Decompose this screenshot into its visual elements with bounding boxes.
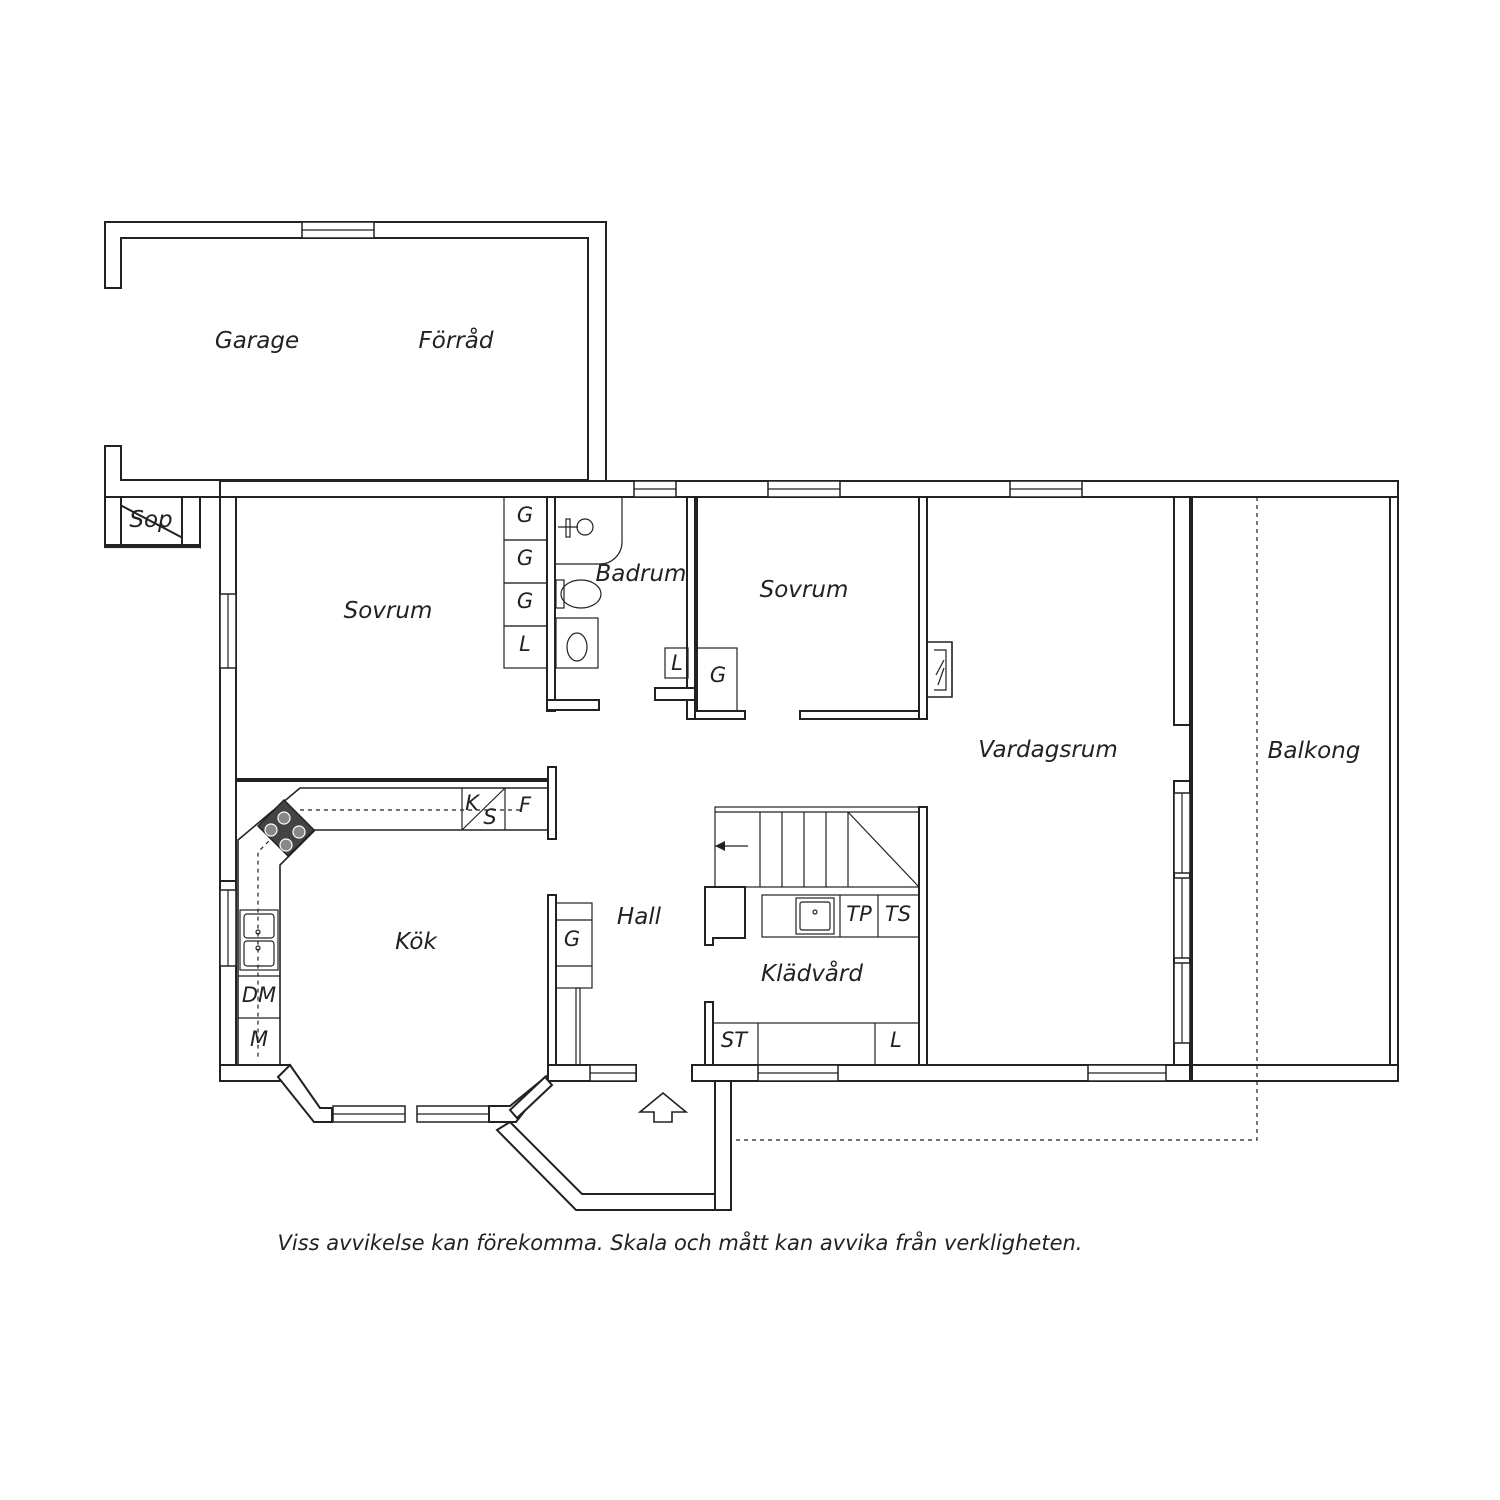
room-label-kok: Kök xyxy=(395,929,438,955)
room-label-garage: Garage xyxy=(215,328,299,354)
bottom-windows xyxy=(589,1064,1167,1082)
staircase xyxy=(714,806,920,888)
fixture-label-ts: TS xyxy=(885,902,911,926)
left-windows xyxy=(219,593,237,967)
room-label-forrad: Förråd xyxy=(419,326,494,354)
fixture-label-m: M xyxy=(250,1027,268,1051)
fixture-label-g1: G xyxy=(517,503,533,527)
interior-walls xyxy=(235,496,1193,1082)
hall-wardrobe xyxy=(555,902,593,1066)
room-label-hall: Hall xyxy=(617,904,662,930)
room-label-balkong: Balkong xyxy=(1268,738,1361,764)
top-windows xyxy=(633,480,1083,498)
fixture-label-g-hall: G xyxy=(564,927,580,951)
sop-walls xyxy=(104,496,201,549)
fixture-labels: G G G L L G K S F DM M G TP TS ST L xyxy=(242,503,911,1052)
fixture-label-g2: G xyxy=(517,546,533,570)
disclaimer-text: Viss avvikelse kan förekomma. Skala och … xyxy=(278,1230,1083,1255)
toilet-icon xyxy=(555,579,602,609)
right-windows xyxy=(1173,792,1191,1044)
kitchen-bay xyxy=(276,1063,554,1123)
room-label-kladvard: Klädvård xyxy=(761,959,863,987)
room-label-sop: Sop xyxy=(129,507,172,533)
room-label-vardagsrum: Vardagsrum xyxy=(978,737,1118,763)
bathroom-fixtures xyxy=(555,497,689,679)
washbasin-icon xyxy=(555,617,599,669)
fixture-label-g3: G xyxy=(517,589,533,613)
fixture-label-st: ST xyxy=(721,1028,749,1052)
entrance-arrow-icon xyxy=(637,1091,689,1123)
main-walls xyxy=(219,480,1399,1082)
fixture-label-l-klad: L xyxy=(890,1028,902,1052)
wardrobes-sovrum xyxy=(503,496,548,669)
kitchen-counter xyxy=(237,787,549,1066)
kitchen-sink-icon xyxy=(239,909,279,971)
utility-sink-icon xyxy=(795,897,835,935)
fixture-label-dm: DM xyxy=(242,983,276,1007)
fixture-label-l-bad: L xyxy=(671,651,683,675)
fixture-label-s: S xyxy=(483,805,496,829)
entrance xyxy=(495,1080,732,1211)
fixture-label-tp: TP xyxy=(846,902,872,926)
stairs-arrow-icon xyxy=(715,841,725,851)
room-label-sovrum-left: Sovrum xyxy=(344,598,433,624)
room-label-sovrum-mid: Sovrum xyxy=(760,577,849,603)
shower-icon xyxy=(556,497,623,565)
garage-walls xyxy=(104,221,607,498)
fixture-label-l1: L xyxy=(519,632,531,656)
balkong-outline xyxy=(722,497,1258,1141)
wardrobe-sovrum-mid xyxy=(696,647,738,712)
fixture-label-k: K xyxy=(465,791,481,815)
fixture-label-g-sov: G xyxy=(710,663,726,687)
kladvard-fixtures xyxy=(704,886,920,1066)
room-label-badrum: Badrum xyxy=(596,561,687,587)
room-labels: Garage Förråd Sop Sovrum Badrum Sovrum V… xyxy=(129,326,1360,987)
fixture-label-f: F xyxy=(519,793,532,817)
stove-icon xyxy=(256,798,316,858)
fireplace-icon xyxy=(927,641,953,698)
